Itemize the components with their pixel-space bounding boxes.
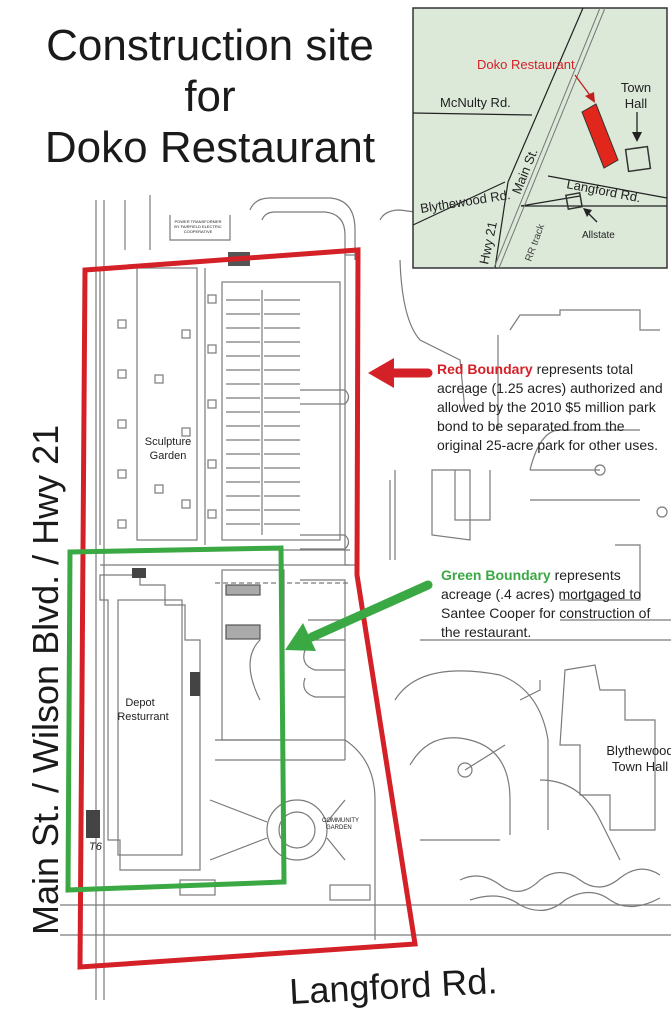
depot-label-2: Resturrant	[117, 711, 168, 723]
inset-town-hall-label: Town	[621, 80, 651, 95]
red-arrow	[368, 358, 433, 388]
title-line-1: Construction site	[46, 21, 374, 70]
plan-labels: Sculpture Garden Depot Resturrant Blythe…	[89, 219, 671, 853]
sculpture-garden-label: Sculpture	[145, 436, 191, 448]
inset-map: Doko Restaurant Town Hall McNulty Rd. Ma…	[412, 7, 668, 269]
inset-allstate-block	[565, 192, 583, 210]
community-garden-label: COMMUNITY	[322, 818, 359, 824]
red-boundary-note: Red Boundary represents total acreage (1…	[437, 360, 667, 455]
langford-rd-label: Langford Rd.	[288, 960, 498, 1012]
inset-town-hall-label-2: Hall	[625, 96, 648, 111]
green-boundary	[65, 545, 287, 893]
community-garden-label-2: GARDEN	[326, 825, 352, 831]
depot-label: Depot	[125, 697, 154, 709]
plan-town-hall-label: Blythewood	[606, 743, 671, 758]
t6-label: T6	[89, 841, 103, 853]
red-boundary-note-text: represents total acreage (1.25 acres) au…	[437, 361, 663, 453]
red-boundary	[77, 247, 418, 970]
green-boundary-note: Green Boundary represents acreage (.4 ac…	[441, 566, 661, 642]
title-line-3: Doko Restaurant	[44, 123, 376, 172]
red-boundary-note-title: Red Boundary	[437, 361, 533, 377]
power-transformer-label-2: BY FAIRFIELD ELECTRIC	[174, 224, 222, 229]
sculpture-garden-label-2: Garden	[150, 450, 187, 462]
power-transformer-label: POWER TRANSFORMER	[174, 219, 221, 224]
inset-mcnulty-label: McNulty Rd.	[440, 95, 511, 110]
title-line-2: for	[184, 72, 236, 121]
plan-town-hall-label-2: Town Hall	[612, 759, 668, 774]
inset-allstate-label: Allstate	[582, 230, 615, 241]
site-plan	[60, 195, 671, 1000]
inset-restaurant-block	[581, 103, 619, 169]
inset-town-hall-block	[624, 145, 652, 173]
green-arrow	[285, 580, 433, 651]
main-st-label: Main St. / Wilson Blvd. / Hwy 21	[25, 425, 66, 935]
green-boundary-note-title: Green Boundary	[441, 567, 551, 583]
green-boundary-note-text: represents acreage (.4 acres) mortgaged …	[441, 567, 651, 640]
inset-doko-label: Doko Restaurant	[477, 57, 575, 72]
power-transformer-label-3: COOPERATIVE	[184, 229, 213, 234]
